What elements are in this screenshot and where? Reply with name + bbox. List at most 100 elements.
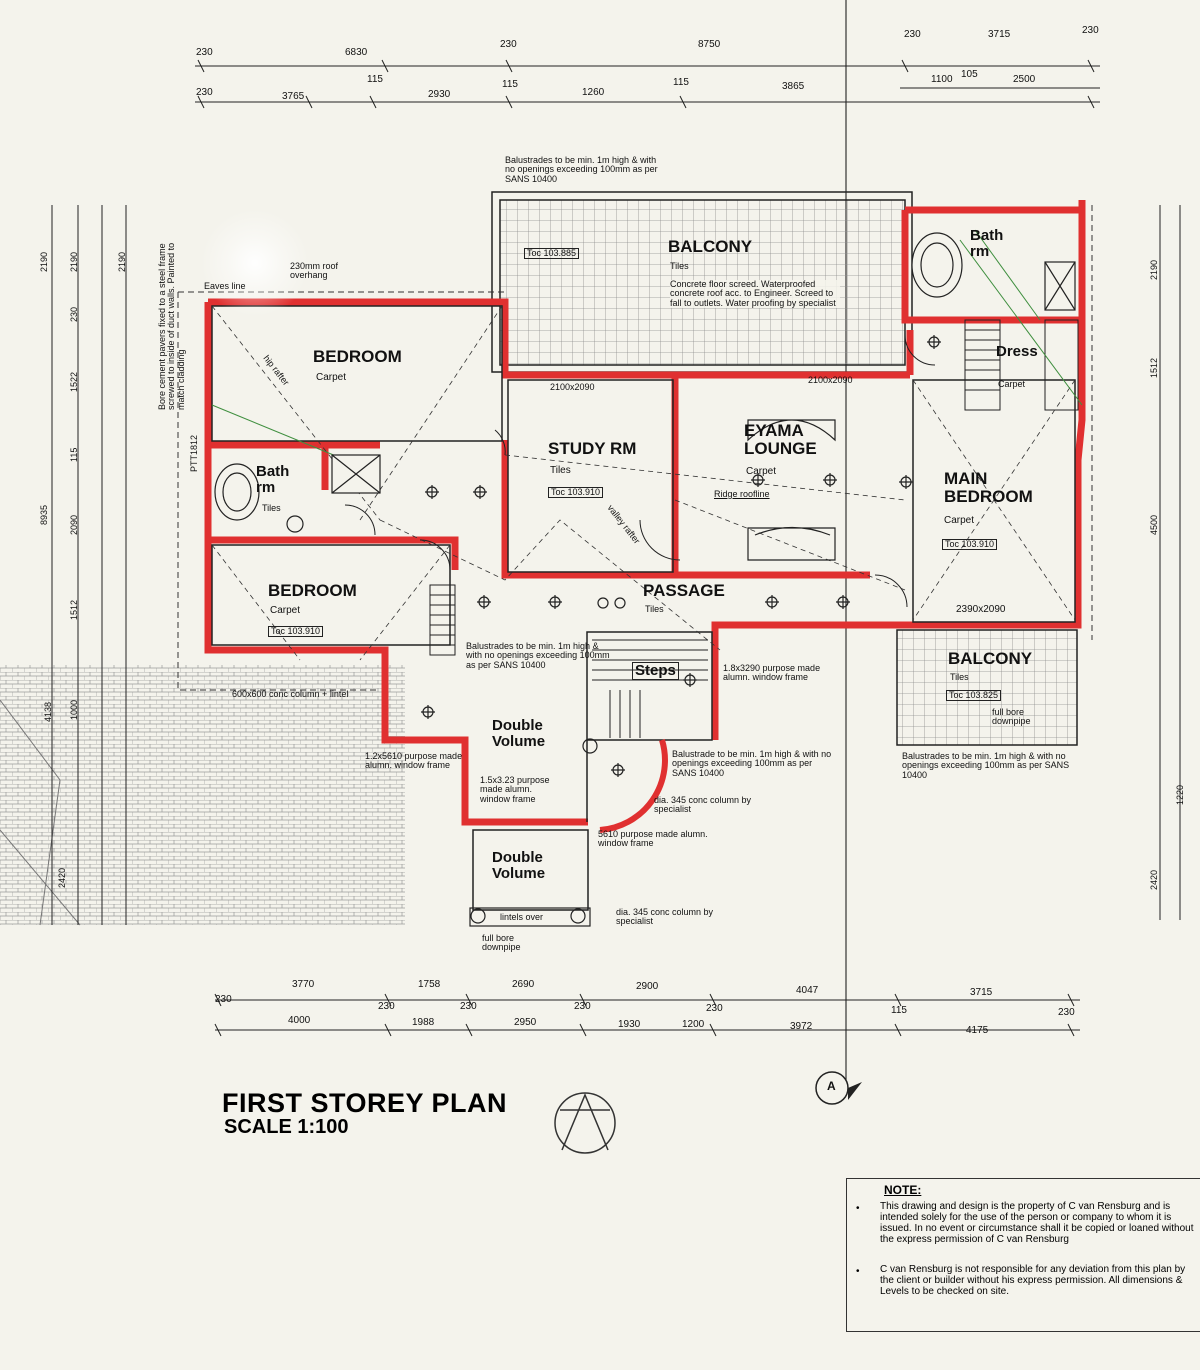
- dim-bottom2-6: 3972: [790, 1021, 813, 1032]
- room-passage: PASSAGE: [643, 581, 725, 600]
- room-lounge: EYAMA LOUNGE: [744, 421, 817, 458]
- dim-left-1b: 2190: [69, 251, 79, 272]
- roof-hip-line: [0, 699, 81, 926]
- room-bedroom-2: BEDROOM: [268, 581, 357, 600]
- dim-top-6: 3715: [988, 29, 1011, 40]
- room-dress: Dress: [996, 343, 1038, 360]
- note-side-duct: Bore cement pavers fixed to a steel fram…: [157, 242, 186, 410]
- dim-bottom-6: 3715: [970, 987, 993, 998]
- room-steps: Steps: [632, 662, 679, 680]
- dim-left-10: 1000: [69, 699, 79, 720]
- section-marker-label: A: [827, 1079, 836, 1093]
- room-bedroom-1: BEDROOM: [313, 347, 402, 366]
- dim-bottom1b-4: 230: [574, 1001, 591, 1012]
- dim-bottom2-5: 1200: [682, 1019, 705, 1030]
- dim-top3-4: 1260: [582, 87, 605, 98]
- dim-top-3: 230: [500, 39, 517, 50]
- dim-bottom2-2: 1988: [412, 1017, 435, 1028]
- dim-top-5: 230: [904, 29, 921, 40]
- dim-right-3: 1512: [1149, 357, 1159, 378]
- drawing-scale: SCALE 1:100: [224, 1116, 349, 1138]
- note-balustrade-mid: Balustrades to be min. 1m high & with no…: [466, 641, 610, 670]
- note-eaves: Eaves line: [204, 281, 246, 291]
- note-door-2390: 2390x2090: [956, 604, 1006, 615]
- note-balustrade-stair: Balustrade to be min. 1m high & with no …: [672, 749, 832, 778]
- dim-bottom-1: 3770: [292, 979, 315, 990]
- drawing-title: FIRST STOREY PLAN: [222, 1088, 508, 1118]
- note-bullet-1: •: [856, 1203, 860, 1214]
- room-balcony-top-finish: Tiles: [670, 261, 689, 271]
- note-door-2100: 2100x2090: [550, 382, 595, 392]
- dim-left-1: 2190: [39, 251, 49, 272]
- dim-left-2: 230: [69, 306, 79, 322]
- dim-top2-5: 105: [961, 69, 978, 80]
- bath-fixtures: [214, 232, 1076, 533]
- dim-left-7: 1512: [69, 599, 79, 620]
- room-balcony-right: BALCONY: [948, 649, 1033, 668]
- dim-bottom2-1: 4000: [288, 1015, 311, 1026]
- dim-top2-6: 2500: [1013, 74, 1036, 85]
- room-passage-finish: Tiles: [645, 604, 664, 614]
- room-double-volume-1: Double Volume: [492, 717, 546, 750]
- note-door-2100b: 2100x2090: [808, 375, 853, 385]
- note-window-frame-2: 1.2x5610 purpose made alumn. window fram…: [365, 751, 463, 771]
- notes-box: [846, 1178, 1200, 1332]
- room-bath-left: Bath rm: [256, 463, 290, 496]
- note-balustrade-top: Balustrades to be min. 1m high & with no…: [505, 155, 658, 184]
- room-main-bedroom-level: Toc 103.910: [942, 539, 998, 551]
- note-downpipe: full bore downpipe: [482, 933, 521, 953]
- dim-bottom-5: 4047: [796, 985, 819, 996]
- dim-bottom-4: 2900: [636, 981, 659, 992]
- room-bedroom-2-finish: Carpet: [270, 605, 301, 616]
- dim-top2-2: 115: [502, 79, 518, 90]
- note-window-frame-4: 5610 purpose made alumn. window frame: [598, 829, 708, 849]
- room-study: STUDY RM: [548, 439, 637, 458]
- room-main-bedroom-finish: Carpet: [944, 515, 975, 526]
- north-arrow-icon: [554, 1092, 616, 1154]
- screen-glare: [200, 208, 310, 318]
- room-bath-left-finish: Tiles: [262, 503, 281, 513]
- note-lintels: lintels over: [500, 912, 544, 922]
- dim-top-4: 8750: [698, 39, 721, 50]
- dim-bottom2-7: 4175: [966, 1025, 989, 1036]
- note-conc-column: 600x600 conc column + lintel: [232, 689, 349, 699]
- dim-top3-3: 2930: [428, 89, 451, 100]
- light-points: [421, 335, 941, 777]
- room-balcony-top-level: Toc 103.885: [524, 248, 580, 260]
- dim-bottom1b-5: 230: [706, 1003, 723, 1014]
- note-window-frame-3: 1.5x3.23 purpose made alumn. window fram…: [480, 775, 550, 804]
- note-balustrade-right: Balustrades to be min. 1m high & with no…: [902, 751, 1070, 780]
- dim-left-5: 2090: [69, 514, 79, 535]
- curved-wall: [599, 739, 668, 833]
- note-item-1: This drawing and design is the property …: [880, 1201, 1194, 1245]
- dim-bottom1b-2: 230: [378, 1001, 395, 1012]
- dim-top2-4: 1100: [931, 74, 953, 85]
- dim-bottom2-4: 1930: [618, 1019, 641, 1030]
- dim-left-9: 4138: [43, 701, 53, 722]
- dim-top-1: 230: [196, 47, 213, 58]
- note-window-frame-1: 1.8x3290 purpose made alumn. window fram…: [723, 663, 821, 683]
- dim-top3-2: 3765: [282, 91, 305, 102]
- note-roof-overhang: 230mm roof overhang: [290, 261, 339, 281]
- room-lounge-finish: Carpet: [746, 466, 777, 477]
- dim-bottom1b-6: 115: [891, 1005, 907, 1016]
- dim-bottom1b-7: 230: [1058, 1007, 1075, 1018]
- room-balcony-right-level: Toc 103.825: [946, 690, 1002, 702]
- note-column-1: dia. 345 conc column by specialist: [654, 795, 752, 815]
- note-bullet-2: •: [856, 1266, 860, 1277]
- dim-left-3: 1522: [69, 371, 79, 392]
- dimension-lines: [51, 59, 1181, 1037]
- dim-right-5: 4500: [1149, 514, 1159, 535]
- dim-top-2: 6830: [345, 47, 368, 58]
- note-ridge: Ridge roofline: [714, 489, 770, 499]
- room-balcony-right-finish: Tiles: [950, 672, 969, 682]
- dim-left-1c: 2190: [117, 251, 127, 272]
- dim-left-12: 2420: [57, 867, 67, 888]
- room-bath-right: Bath rm: [970, 227, 1004, 260]
- room-balcony-top: BALCONY: [668, 237, 753, 256]
- dim-bottom2-3: 2950: [514, 1017, 537, 1028]
- note-window-ptt: PTT1812: [189, 434, 199, 472]
- dim-top2-1: 115: [367, 74, 383, 85]
